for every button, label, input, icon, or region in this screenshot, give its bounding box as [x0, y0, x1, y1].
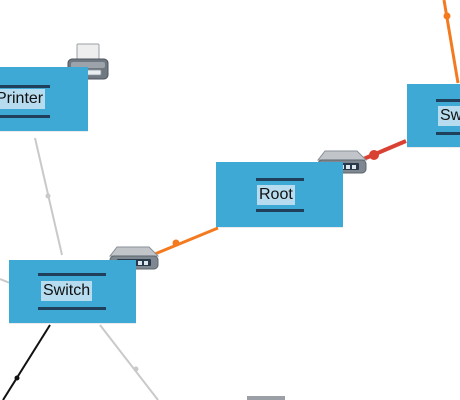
- node-label-switch: Switch: [41, 281, 93, 301]
- switch-node-left[interactable]: Switch: [9, 260, 136, 323]
- node-bar-top: [0, 85, 50, 88]
- link-midpoint-dot: [133, 366, 139, 372]
- node-label-printer: Printer: [0, 89, 46, 109]
- link-endpoint-dot: [369, 150, 379, 160]
- partial-node-bottom[interactable]: [247, 396, 285, 400]
- node-bar-bottom: [0, 115, 50, 118]
- link-switch-root[interactable]: [149, 226, 219, 258]
- printer-node[interactable]: Printer: [0, 67, 88, 131]
- node-bar-top: [38, 273, 106, 276]
- link-midpoint-dot: [14, 375, 20, 381]
- link-switch-left-black[interactable]: [2, 324, 51, 400]
- link-switch-right-top[interactable]: [442, 0, 460, 84]
- root-node[interactable]: Root: [216, 162, 343, 227]
- node-label-switch-right: Sw: [438, 106, 460, 126]
- node-bar-bottom: [38, 307, 106, 310]
- link-switch-left-gray-left[interactable]: [0, 278, 11, 284]
- node-label-root: Root: [257, 185, 295, 205]
- link-midpoint-dot: [45, 193, 51, 199]
- switch-node-right[interactable]: Sw: [407, 84, 460, 147]
- link-switch-left-gray-down[interactable]: [99, 324, 159, 400]
- node-bar-bottom: [436, 132, 460, 135]
- node-bar-top: [436, 99, 460, 102]
- link-midpoint-dot: [172, 239, 180, 247]
- link-midpoint-dot: [443, 12, 451, 20]
- node-bar-top: [256, 178, 304, 181]
- node-bar-bottom: [256, 209, 304, 212]
